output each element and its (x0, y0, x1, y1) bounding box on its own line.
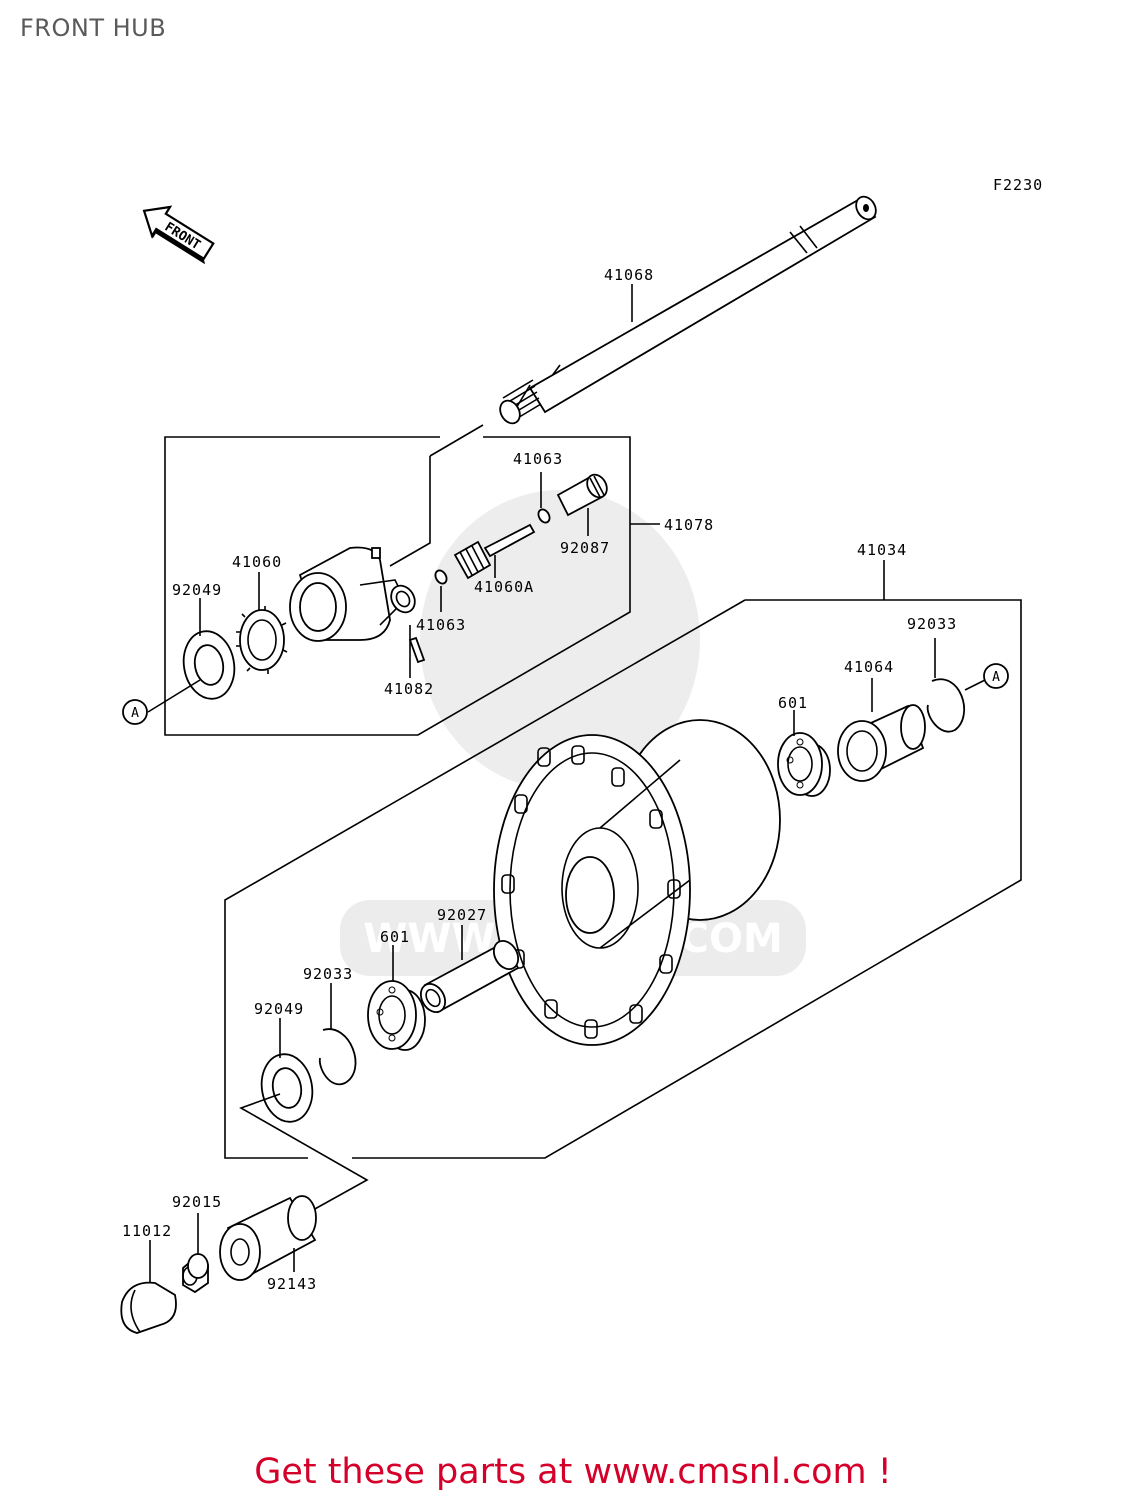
washer-41063-upper (537, 508, 551, 524)
hub-flange-holes (501, 745, 681, 1039)
axle-thread (499, 379, 542, 425)
axle-nut-92015 (182, 1253, 209, 1294)
group-box-41034 (352, 599, 1022, 1159)
label-92049-upper: 92049 (172, 581, 222, 599)
washer-41063-lower (434, 569, 448, 585)
ref-marker-a-right-text: A (992, 670, 1000, 685)
front-hub-41034 (493, 719, 781, 1046)
footer-link[interactable]: Get these parts at www.cmsnl.com ! (254, 1452, 892, 1492)
ref-marker-a-left-text: A (131, 706, 139, 721)
pinion-gear-41060A (453, 523, 536, 580)
pin-41082 (408, 636, 426, 664)
label-92015: 92015 (172, 1193, 222, 1211)
label-41068: 41068 (604, 266, 654, 284)
diagram-code: F2230 (993, 176, 1043, 194)
spacer-92027 (419, 939, 520, 1014)
oil-seal-92049-upper (182, 630, 236, 700)
front-direction-arrow: FRONT (142, 205, 215, 265)
label-41078: 41078 (664, 516, 714, 534)
label-92143: 92143 (267, 1275, 317, 1293)
label-41060A: 41060A (474, 578, 534, 596)
label-41064: 41064 (844, 658, 894, 676)
circlip-92033-upper (926, 678, 965, 733)
label-41034: 41034 (857, 541, 907, 559)
label-92033-lower: 92033 (303, 965, 353, 983)
circlip-92033-lower (318, 1028, 357, 1086)
label-92027: 92027 (437, 906, 487, 924)
hub-to-collar-line (239, 1093, 369, 1221)
label-41060: 41060 (232, 553, 282, 571)
label-92049-lower: 92049 (254, 1000, 304, 1018)
drive-gear-41060 (236, 606, 288, 674)
page-title: FRONT HUB (20, 14, 167, 42)
group-box-41078 (164, 436, 631, 736)
exploded-parts-diagram: WWW.CMSNL.COM F2230 FRONT 41068 41078 (120, 176, 1043, 1334)
axle-center-line (429, 424, 484, 457)
collar-92143 (219, 1195, 317, 1281)
label-92033-upper: 92033 (907, 615, 957, 633)
label-41082: 41082 (384, 680, 434, 698)
label-601-upper: 601 (778, 694, 808, 712)
label-601-lower: 601 (380, 928, 410, 946)
ball-bearing-601-lower (367, 980, 426, 1051)
label-11012: 11012 (122, 1222, 172, 1240)
ball-bearing-601-upper (777, 732, 831, 797)
label-92087: 92087 (560, 539, 610, 557)
bushing-92087 (556, 473, 608, 517)
oil-seal-92049-lower (260, 1053, 314, 1123)
speedometer-gear-housing (289, 546, 406, 642)
ref-marker-a-left (122, 699, 148, 725)
collar-41064 (837, 704, 926, 782)
housing-seal (390, 584, 416, 614)
axle-cap-11012 (120, 1281, 177, 1334)
front-axle (499, 195, 877, 425)
label-41063-lower: 41063 (416, 616, 466, 634)
ref-marker-a-right (983, 663, 1009, 689)
label-41063-upper: 41063 (513, 450, 563, 468)
